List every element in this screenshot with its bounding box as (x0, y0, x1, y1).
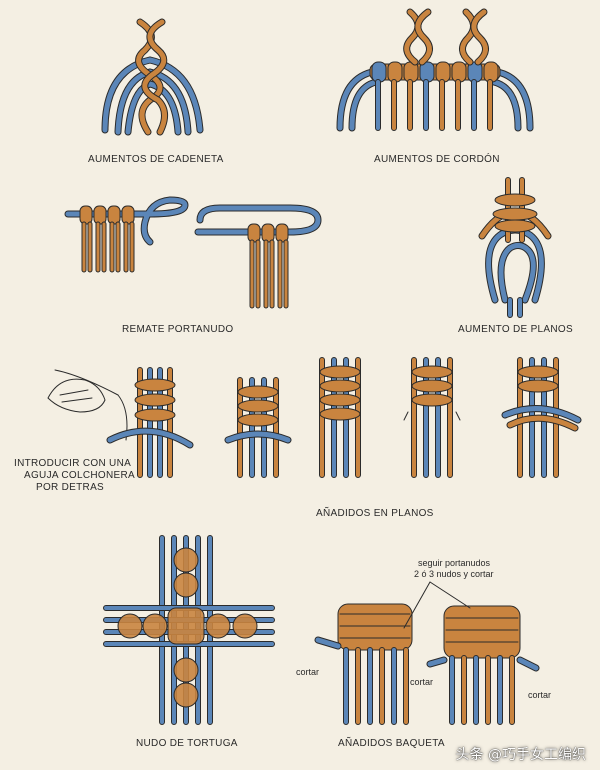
remate-portanudo-illustration (64, 196, 322, 309)
caption-anadidos-planos: AÑADIDOS EN PLANOS (316, 508, 434, 519)
caption-introducir-line1: INTRODUCIR CON UNA (14, 458, 132, 469)
note-seguir-line2: 2 ó 3 nudos y cortar (414, 569, 494, 579)
caption-aumento-planos: AUMENTO DE PLANOS (458, 324, 573, 335)
aumentos-cordon-illustration (336, 8, 534, 132)
note-cortar-left: cortar (296, 667, 320, 677)
aumentos-cadeneta-illustration (101, 18, 204, 136)
note-seguir-line1: seguir portanudos (418, 558, 491, 568)
caption-remate-portanudo: REMATE PORTANUDO (122, 324, 234, 335)
caption-introducir-line3: POR DETRAS (36, 482, 105, 493)
nudo-tortuga-illustration (103, 535, 275, 725)
watermark: 头条 @巧手女工编织 (455, 747, 586, 763)
note-cortar-right: cortar (528, 690, 552, 700)
note-cortar-middle: cortar (410, 677, 434, 687)
caption-anadidos-baqueta: AÑADIDOS BAQUETA (338, 738, 445, 749)
caption-nudo-tortuga: NUDO DE TORTUGA (136, 738, 238, 749)
anadidos-planos-illustrations (47, 357, 582, 478)
hand-with-needle-illustration (47, 369, 128, 441)
caption-aumentos-cordon: AUMENTOS DE CORDÓN (374, 154, 500, 165)
aumento-planos-illustration (478, 177, 552, 318)
caption-introducir-line2: AGUJA COLCHONERA (24, 470, 135, 481)
caption-aumentos-cadeneta: AUMENTOS DE CADENETA (88, 154, 224, 165)
anadidos-baqueta-illustration (314, 581, 540, 725)
